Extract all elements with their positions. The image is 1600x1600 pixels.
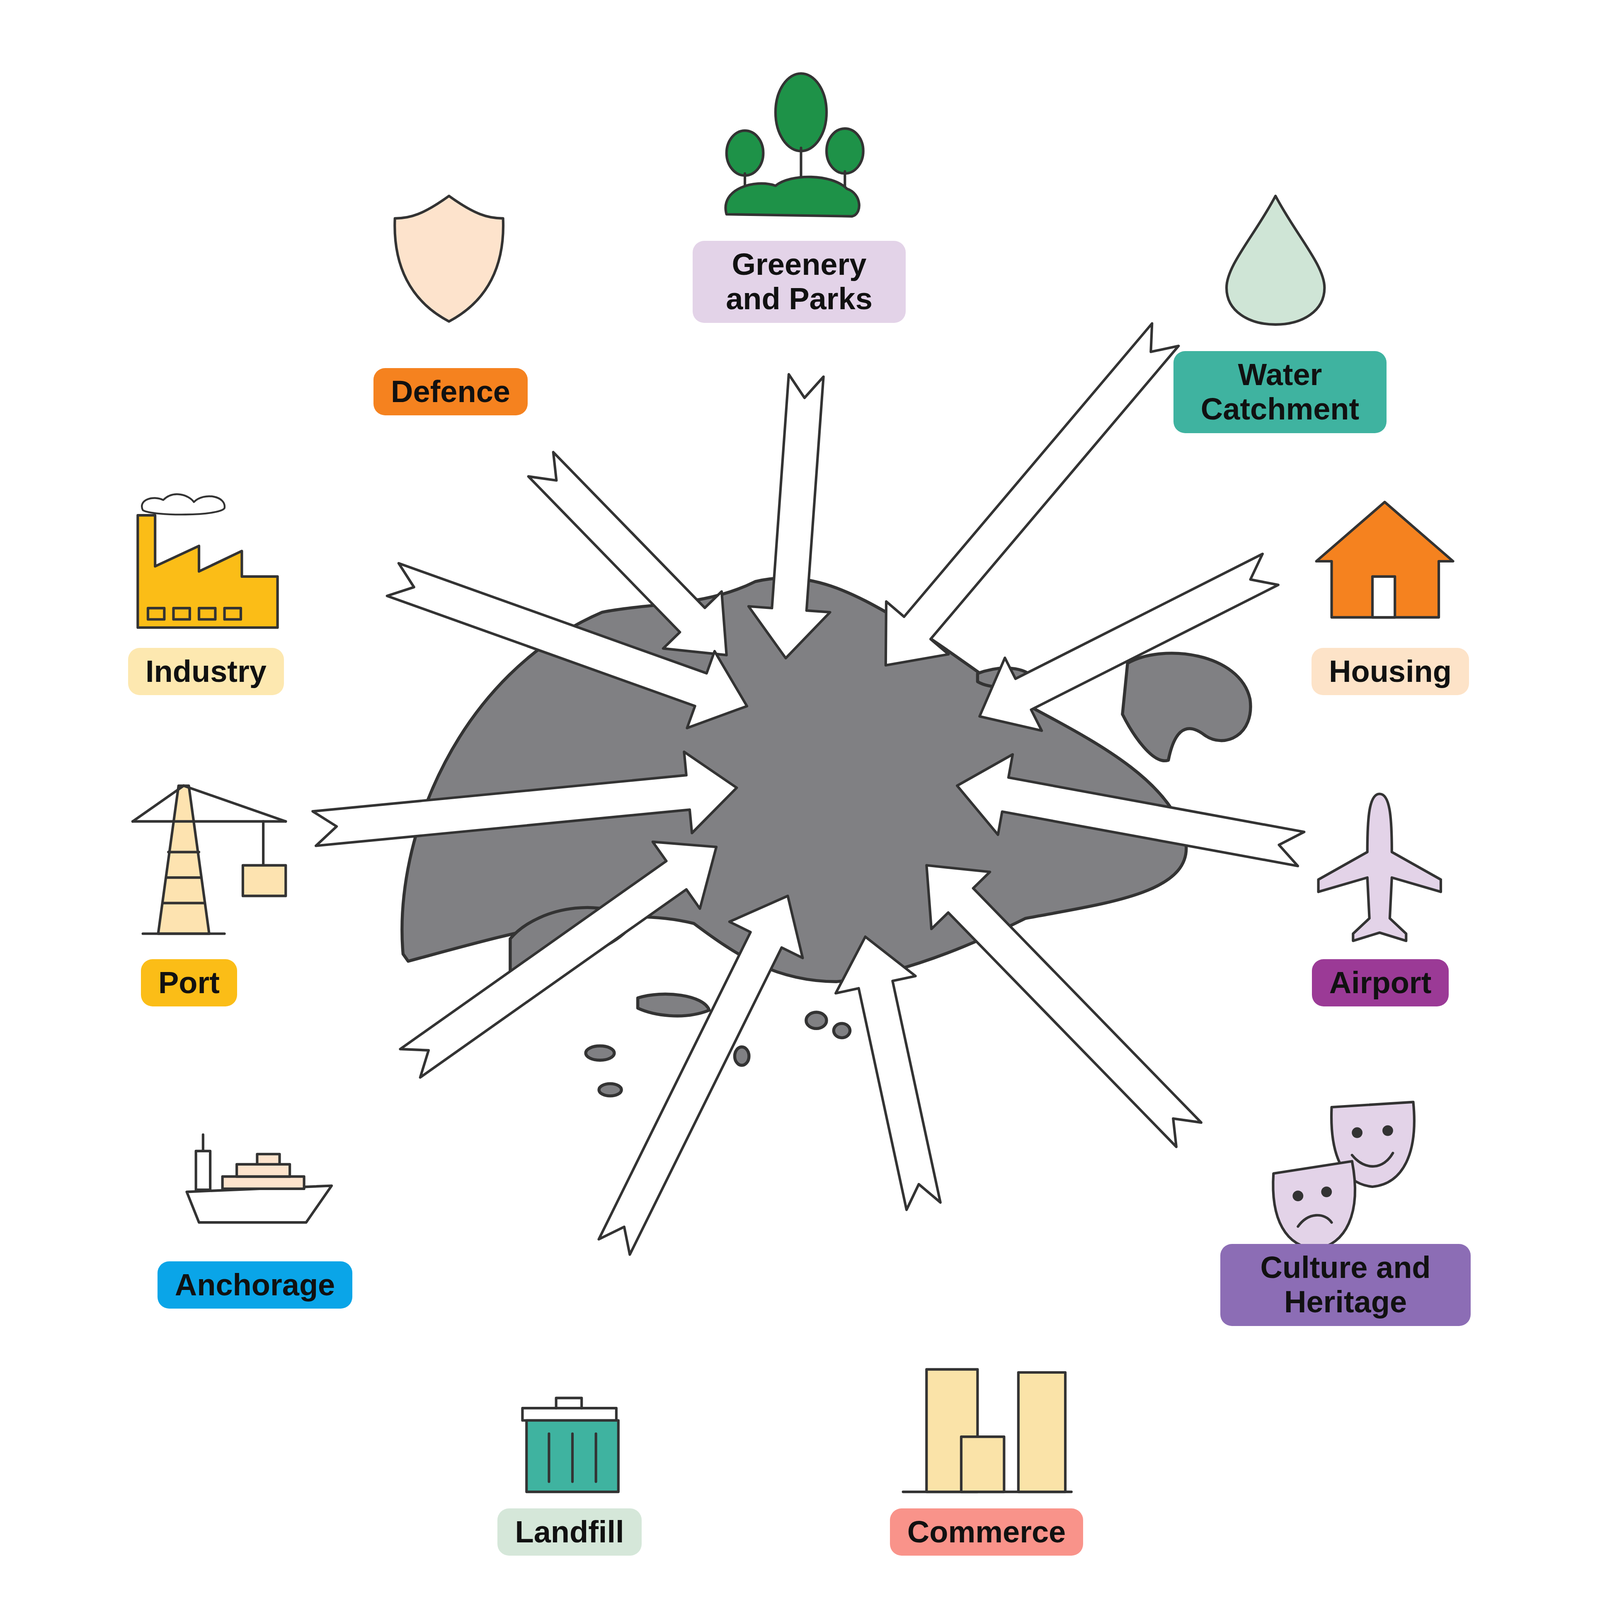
arrow xyxy=(957,754,1305,866)
category-label: Commerce xyxy=(889,1508,1084,1557)
category-label: Airport xyxy=(1311,959,1450,1007)
category-text: Anchorage xyxy=(174,1267,336,1303)
arrow xyxy=(387,563,747,729)
arrow xyxy=(312,751,737,847)
category-text: Port xyxy=(158,965,220,1001)
arrows xyxy=(312,323,1305,1255)
factory-icon xyxy=(137,494,278,628)
category-text: Industry xyxy=(145,654,267,689)
crane-icon xyxy=(132,785,286,934)
arrow xyxy=(885,323,1179,666)
category-text: Water Catchment xyxy=(1190,357,1370,427)
category-label: Housing xyxy=(1311,647,1470,696)
category-text: Housing xyxy=(1328,654,1452,689)
category-text: Landfill xyxy=(514,1515,624,1550)
category-label: Anchorage xyxy=(157,1261,353,1310)
buildings-icon xyxy=(903,1369,1072,1492)
category-label: Defence xyxy=(373,368,528,416)
tree-icon xyxy=(725,73,864,217)
category-text: Culture and Heritage xyxy=(1237,1250,1454,1320)
arrow xyxy=(926,865,1202,1147)
masks-icon xyxy=(1272,1102,1415,1249)
house-icon xyxy=(1316,501,1454,618)
plane-icon xyxy=(1318,793,1441,941)
ship-icon xyxy=(186,1134,332,1223)
arrow xyxy=(400,841,717,1078)
category-text: Defence xyxy=(390,374,511,410)
shield-icon xyxy=(394,196,504,322)
arrow xyxy=(598,895,803,1255)
category-label: Greenery and Parks xyxy=(692,240,906,323)
bin-icon xyxy=(522,1398,619,1492)
arrow xyxy=(979,553,1279,731)
category-label: Industry xyxy=(128,647,284,696)
category-label: Port xyxy=(140,959,238,1007)
drop-icon xyxy=(1226,196,1325,325)
category-label: Landfill xyxy=(497,1508,642,1557)
category-text: Greenery and Parks xyxy=(710,247,889,317)
category-label: Water Catchment xyxy=(1173,351,1387,434)
category-label: Culture and Heritage xyxy=(1220,1243,1471,1327)
arrow xyxy=(835,936,941,1210)
arrow xyxy=(748,374,830,659)
category-text: Airport xyxy=(1329,965,1432,1001)
category-text: Commerce xyxy=(907,1515,1067,1550)
